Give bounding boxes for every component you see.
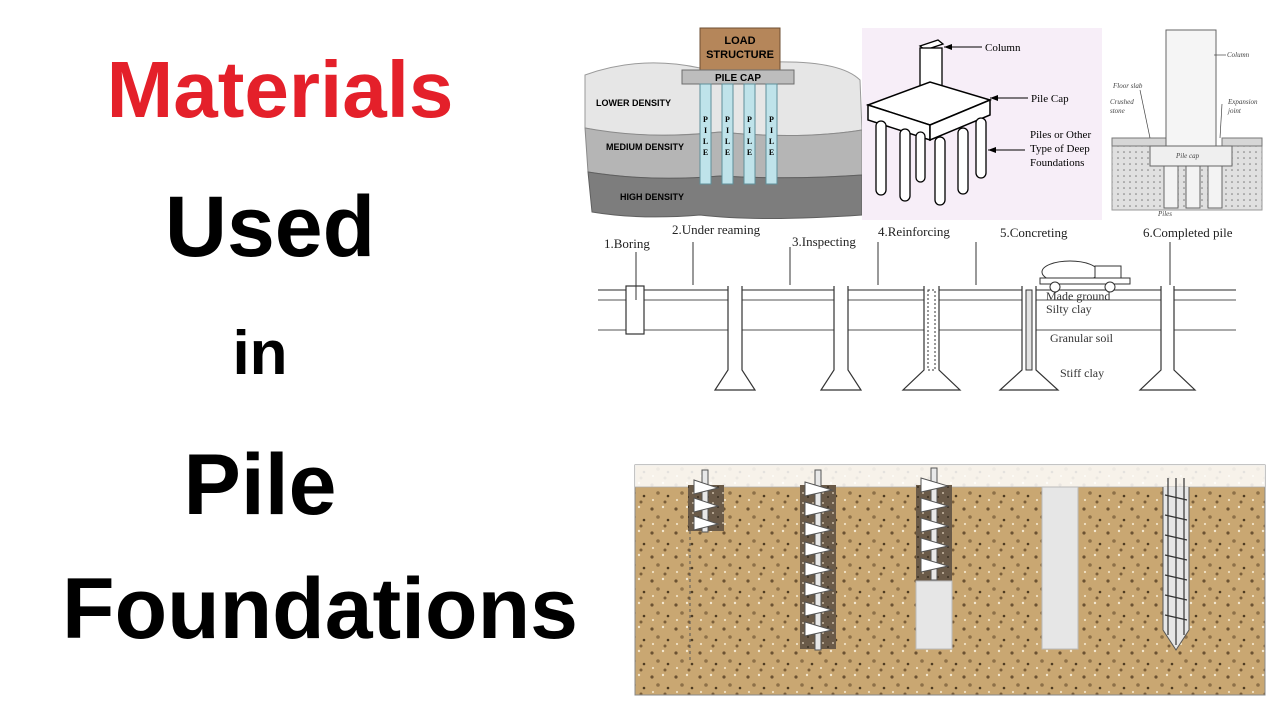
layer-labels: Made ground Silty clay Granular soil Sti…	[1046, 289, 1114, 380]
pile-cap-block	[681, 69, 795, 85]
layer-label: Stiff clay	[1060, 366, 1104, 380]
pile-letter: I	[748, 126, 751, 135]
lower-density-label: LOWER DENSITY	[596, 98, 671, 108]
pile-letter: P	[769, 115, 774, 124]
soil-density-diagram: LOAD STRUCTURE PILE CAP P I L E P I L E …	[584, 27, 863, 219]
floor-slab-label: Floor slab	[1112, 82, 1143, 90]
expansion-joint-label-1: Expansion	[1227, 98, 1258, 106]
pile-letter: I	[726, 126, 729, 135]
title-materials: Materials	[106, 45, 454, 134]
pile-letter: I	[770, 126, 773, 135]
auger-1	[693, 469, 720, 533]
step-label: 1.Boring	[604, 236, 650, 251]
load-structure-box	[699, 27, 781, 71]
title-foundations: Foundations	[62, 561, 578, 657]
load-label: LOAD	[724, 35, 755, 47]
step-label: 2.Under reaming	[672, 222, 761, 237]
pile-cap-diagram: Column Pile Cap Piles or Other Type of D…	[862, 28, 1102, 220]
pile-letter: L	[747, 137, 752, 146]
rebar-cage	[1164, 478, 1188, 645]
pile-letter: E	[703, 148, 708, 157]
column-label: Column	[985, 42, 1021, 54]
title-in: in	[232, 319, 288, 388]
section-diagram: Column Floor slab Crushed stone Expansio…	[1110, 28, 1270, 220]
step-label: 3.Inspecting	[792, 234, 856, 249]
auger-2	[804, 469, 834, 651]
construction-steps-diagram: 1.Boring 2.Under reaming 3.Inspecting 4.…	[598, 222, 1236, 391]
pile-letter: L	[703, 137, 708, 146]
step-label: 5.Concreting	[1000, 225, 1068, 240]
reinforce-hole	[901, 286, 962, 391]
floor-slab-left	[1111, 137, 1167, 147]
piles-label-3: Foundations	[1030, 157, 1084, 169]
floor-slab-right	[1221, 137, 1263, 147]
title-used: Used	[164, 179, 376, 275]
concrete-pile-4	[1041, 486, 1079, 650]
step-labels: 1.Boring 2.Under reaming 3.Inspecting 4.…	[604, 222, 1233, 251]
section-piles-label: Piles	[1157, 210, 1172, 218]
pile-shaft	[765, 83, 778, 185]
step-label: 6.Completed pile	[1143, 225, 1233, 240]
underream-hole	[713, 286, 757, 391]
pile-shaft	[699, 83, 712, 185]
pile-shaft	[743, 83, 756, 185]
section-pile-cap-label: Pile cap	[1175, 152, 1200, 160]
pile-letter: E	[769, 148, 774, 157]
pile-letter: E	[747, 148, 752, 157]
auger-3	[920, 467, 950, 581]
piles-label-1: Piles or Other	[1030, 129, 1091, 141]
section-column-label: Column	[1227, 51, 1250, 59]
inspect-hole	[819, 286, 863, 391]
crushed-stone-label-1: Crushed	[1110, 98, 1134, 106]
cap-piles	[875, 117, 987, 206]
concrete-truck	[1039, 260, 1131, 293]
pile-letter: P	[703, 115, 708, 124]
pile-letter: P	[725, 115, 730, 124]
pile-letter: E	[725, 148, 730, 157]
step-label: 4.Reinforcing	[878, 224, 950, 239]
title-pile: Pile	[183, 437, 337, 533]
auger-soil-diagram	[634, 464, 1266, 696]
concrete-fill-3	[915, 580, 953, 650]
pile-shaft	[721, 83, 734, 185]
completed-pile	[1138, 286, 1197, 391]
sky-band	[635, 465, 1265, 487]
boring-hole	[625, 285, 645, 335]
layer-label: Silty clay	[1046, 302, 1092, 316]
pile-letter: L	[725, 137, 730, 146]
structure-label: STRUCTURE	[706, 49, 774, 61]
expansion-joint-label-2: joint	[1227, 107, 1242, 115]
piles-label-2: Type of Deep	[1030, 143, 1090, 155]
pile-cap-label: PILE CAP	[715, 73, 761, 84]
high-density-label: HIGH DENSITY	[620, 192, 684, 202]
pile-cap-label: Pile Cap	[1031, 93, 1069, 105]
pile-letter: I	[704, 126, 707, 135]
pile-letter: L	[769, 137, 774, 146]
pile-letter: P	[747, 115, 752, 124]
medium-density-label: MEDIUM DENSITY	[606, 142, 684, 152]
crushed-stone-label-2: stone	[1110, 107, 1125, 115]
layer-label: Made ground	[1046, 289, 1110, 303]
section-column	[1165, 29, 1217, 149]
layer-label: Granular soil	[1050, 331, 1114, 345]
